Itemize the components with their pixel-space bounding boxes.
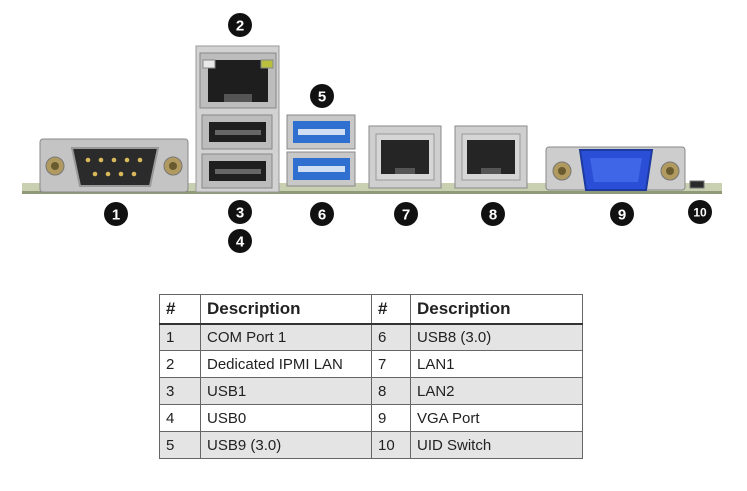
callout-label: 10 — [693, 206, 707, 220]
header-description: Description — [200, 294, 372, 325]
callout-label: 7 — [402, 207, 410, 224]
usb8-port — [286, 151, 356, 187]
com-port — [39, 138, 189, 193]
row-description: USB1 — [200, 377, 372, 405]
table-row: 5 USB9 (3.0) 10 UID Switch — [159, 431, 583, 459]
callout-label: 1 — [112, 207, 120, 224]
row-number: 2 — [159, 350, 201, 378]
usb9-port — [286, 114, 356, 150]
callout-circle — [481, 202, 505, 226]
callout-label: 6 — [318, 207, 326, 224]
callout-label: 2 — [236, 18, 244, 35]
row-number: 1 — [159, 323, 201, 351]
callout-circle — [310, 202, 334, 226]
vga-port — [545, 146, 686, 191]
row-number: 7 — [371, 350, 411, 378]
row-description: USB9 (3.0) — [200, 431, 372, 459]
row-description: LAN2 — [410, 377, 583, 405]
lan1-port — [368, 125, 442, 189]
callout-circle — [610, 202, 634, 226]
port-legend-table: # Description # Description 1 COM Port 1… — [159, 294, 583, 459]
row-description: Dedicated IPMI LAN — [200, 350, 372, 378]
table-row: 2 Dedicated IPMI LAN 7 LAN1 — [159, 350, 583, 378]
callout-circle — [228, 200, 252, 224]
table-header-row: # Description # Description — [159, 294, 583, 325]
row-number: 5 — [159, 431, 201, 459]
row-description: UID Switch — [410, 431, 583, 459]
callout-label: 3 — [236, 205, 244, 222]
callout-circle — [310, 84, 334, 108]
row-description: USB0 — [200, 404, 372, 432]
callout-label: 9 — [618, 207, 626, 224]
row-number: 3 — [159, 377, 201, 405]
callout-label: 8 — [489, 207, 497, 224]
callout-label: 5 — [318, 89, 326, 106]
header-number: # — [371, 294, 411, 325]
row-description: LAN1 — [410, 350, 583, 378]
row-number: 8 — [371, 377, 411, 405]
table-row: 1 COM Port 1 6 USB8 (3.0) — [159, 323, 583, 351]
uid-switch — [689, 180, 705, 189]
row-description: USB8 (3.0) — [410, 323, 583, 351]
callout-circle — [688, 200, 712, 224]
io-panel-diagram: 1 2 3 4 5 6 7 8 9 10 — [22, 13, 722, 253]
row-number: 9 — [371, 404, 411, 432]
callout-circle — [228, 13, 252, 37]
lan2-port — [454, 125, 528, 189]
callout-circle — [104, 202, 128, 226]
usb0-port — [201, 153, 273, 189]
callout-circle — [228, 229, 252, 253]
row-description: VGA Port — [410, 404, 583, 432]
row-number: 4 — [159, 404, 201, 432]
header-number: # — [159, 294, 201, 325]
table-row: 3 USB1 8 LAN2 — [159, 377, 583, 405]
row-number: 6 — [371, 323, 411, 351]
row-number: 10 — [371, 431, 411, 459]
table-row: 4 USB0 9 VGA Port — [159, 404, 583, 432]
usb1-port — [201, 114, 273, 150]
callout-circle — [394, 202, 418, 226]
callout-label: 4 — [236, 234, 245, 251]
header-description: Description — [410, 294, 583, 325]
row-description: COM Port 1 — [200, 323, 372, 351]
callout-markers: 1 2 3 4 5 6 7 8 9 10 — [104, 13, 712, 253]
